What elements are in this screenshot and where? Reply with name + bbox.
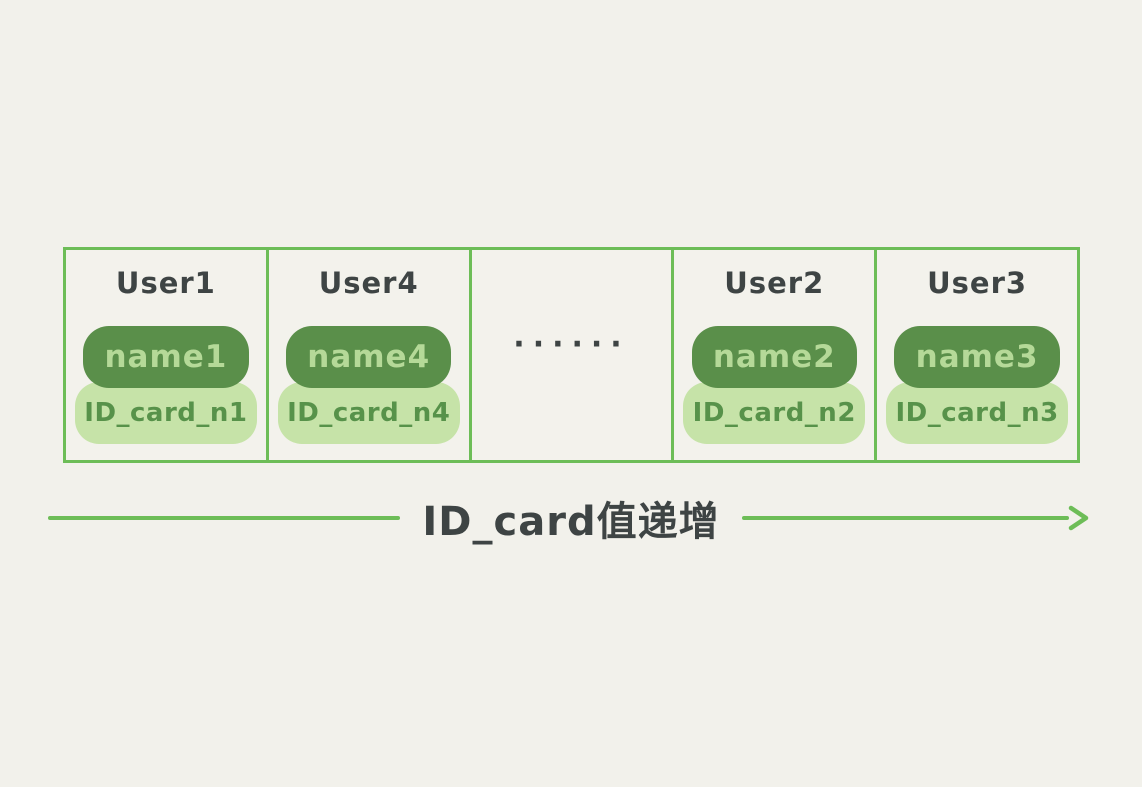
name-badge: name2 <box>691 326 857 388</box>
arrow-line-left <box>48 516 401 520</box>
user-cell-4: User4 name4 ID_card_n4 <box>269 250 472 460</box>
id-card-badge: ID_card_n1 <box>75 382 257 444</box>
id-card-badge: ID_card_n4 <box>277 382 460 444</box>
user-cell-title: User4 <box>318 266 419 300</box>
ellipsis-cell: ······ <box>472 250 675 460</box>
arrow-line-right-group <box>741 502 1094 534</box>
user-cell-title: User2 <box>724 266 825 300</box>
arrow-head-icon <box>1068 505 1089 531</box>
user-table: User1 name1 ID_card_n1 User4 name4 ID_ca… <box>63 247 1080 463</box>
user-cell-title: User3 <box>927 266 1028 300</box>
ellipsis-dots: ······ <box>513 326 630 362</box>
name-badge: name1 <box>83 326 249 388</box>
name-badge: name3 <box>894 326 1060 388</box>
name-badge: name4 <box>285 326 452 388</box>
arrow-label: ID_card值递增 <box>422 499 720 545</box>
user-cell-title: User1 <box>115 266 216 300</box>
user-cell-1: User1 name1 ID_card_n1 <box>66 250 269 460</box>
id-card-increasing-arrow: ID_card值递增 <box>48 489 1094 547</box>
user-cell-3: User3 name3 ID_card_n3 <box>877 250 1077 460</box>
user-cell-2: User2 name2 ID_card_n2 <box>674 250 878 460</box>
id-card-badge: ID_card_n3 <box>886 382 1068 444</box>
id-card-badge: ID_card_n2 <box>683 382 866 444</box>
arrow-line-right <box>741 516 1069 520</box>
